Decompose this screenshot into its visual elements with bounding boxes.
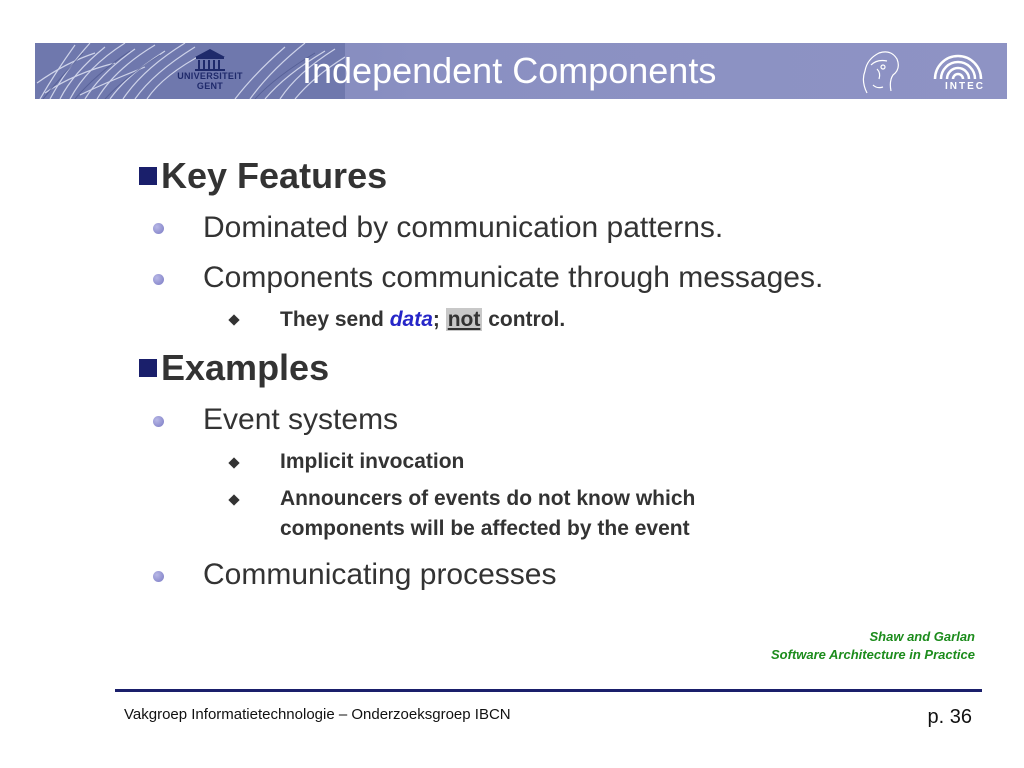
sub-item-line2: components will be affected by the event	[280, 517, 690, 540]
slide-title: Independent Components	[302, 50, 717, 91]
minerva-head-sketch-icon	[862, 51, 899, 94]
citation: Shaw and Garlan Software Architecture in…	[771, 628, 975, 664]
citation-book: Software Architecture in Practice	[771, 647, 975, 662]
sub-list-item: Announcers of events do not know which c…	[280, 484, 695, 544]
list-item: Dominated by communication patterns.	[203, 211, 724, 244]
section-heading-examples: Examples	[139, 348, 329, 388]
sub-item-line1: Announcers of events do not know which	[280, 487, 696, 510]
grass-texture-decoration	[35, 43, 345, 99]
intec-arcs-icon	[933, 54, 983, 80]
square-bullet-icon	[139, 359, 157, 377]
emphasis-data: data	[389, 308, 433, 331]
list-item: Event systems	[203, 403, 399, 436]
university-building-icon	[195, 49, 225, 71]
citation-authors: Shaw and Garlan	[869, 629, 975, 644]
header-banner: UNIVERSITEIT GENT INTEC	[35, 43, 1007, 99]
diamond-bullet-icon	[228, 494, 240, 506]
circle-bullet-icon	[153, 416, 164, 427]
university-logo-line1: UNIVERSITEIT	[177, 71, 243, 81]
diamond-bullet-icon	[228, 314, 240, 326]
list-item: Components communicate through messages.	[203, 261, 824, 294]
sub-item-separator: ;	[432, 308, 446, 331]
section-heading-text: Examples	[161, 347, 330, 388]
sub-item-prefix: They send	[280, 308, 390, 331]
emphasis-not: not	[445, 308, 483, 331]
intec-logo-text: INTEC	[945, 81, 985, 92]
section-heading-text: Key Features	[161, 155, 388, 196]
footer-department: Vakgroep Informatietechnologie – Onderzo…	[124, 706, 511, 723]
diamond-bullet-icon	[228, 457, 240, 469]
sub-list-item: They send data; not control.	[280, 305, 565, 335]
section-heading-key-features: Key Features	[139, 156, 387, 196]
list-item: Communicating processes	[203, 558, 557, 591]
circle-bullet-icon	[153, 274, 164, 285]
university-logo-text: UNIVERSITEIT GENT	[165, 71, 255, 91]
page-number: p. 36	[927, 706, 972, 728]
university-logo-line2: GENT	[196, 81, 224, 91]
square-bullet-icon	[139, 167, 157, 185]
sub-item-suffix: control.	[482, 308, 566, 331]
circle-bullet-icon	[153, 571, 164, 582]
sub-list-item: Implicit invocation	[280, 450, 465, 473]
circle-bullet-icon	[153, 223, 164, 234]
footer-divider	[115, 689, 982, 692]
